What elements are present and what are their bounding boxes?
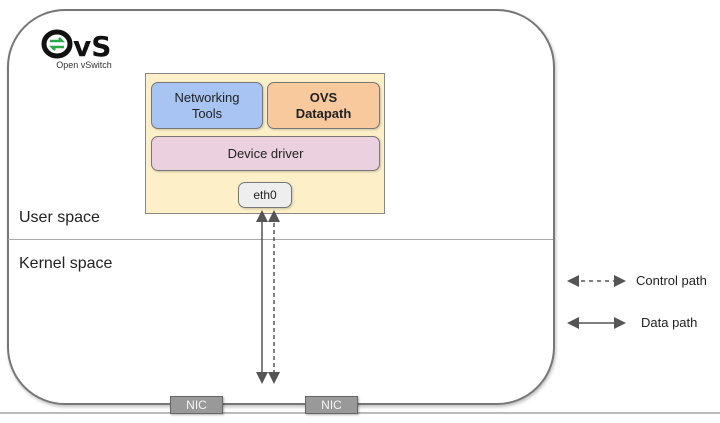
ovs-logo: vS (40, 27, 125, 75)
kernel-space-label: Kernel space (19, 255, 113, 272)
user-kernel-divider (8, 239, 553, 240)
eth0-interface: eth0 (238, 182, 292, 208)
ovs-datapath-block: OVS Datapath (267, 82, 380, 129)
logo-subtitle: Open vSwitch (56, 60, 112, 70)
svg-text:vS: vS (73, 30, 111, 61)
nic-2: NIC (305, 396, 358, 414)
legend-control-path-label: Control path (636, 273, 707, 288)
nic-1: NIC (170, 396, 223, 414)
user-space-label: User space (19, 209, 100, 226)
networking-tools-block: Networking Tools (151, 82, 263, 129)
software-stack: Networking Tools OVS Datapath Device dri… (145, 73, 385, 214)
ovs-logo-icon: vS (41, 29, 111, 63)
legend-data-path-label: Data path (641, 315, 698, 330)
device-driver-block: Device driver (151, 136, 380, 171)
